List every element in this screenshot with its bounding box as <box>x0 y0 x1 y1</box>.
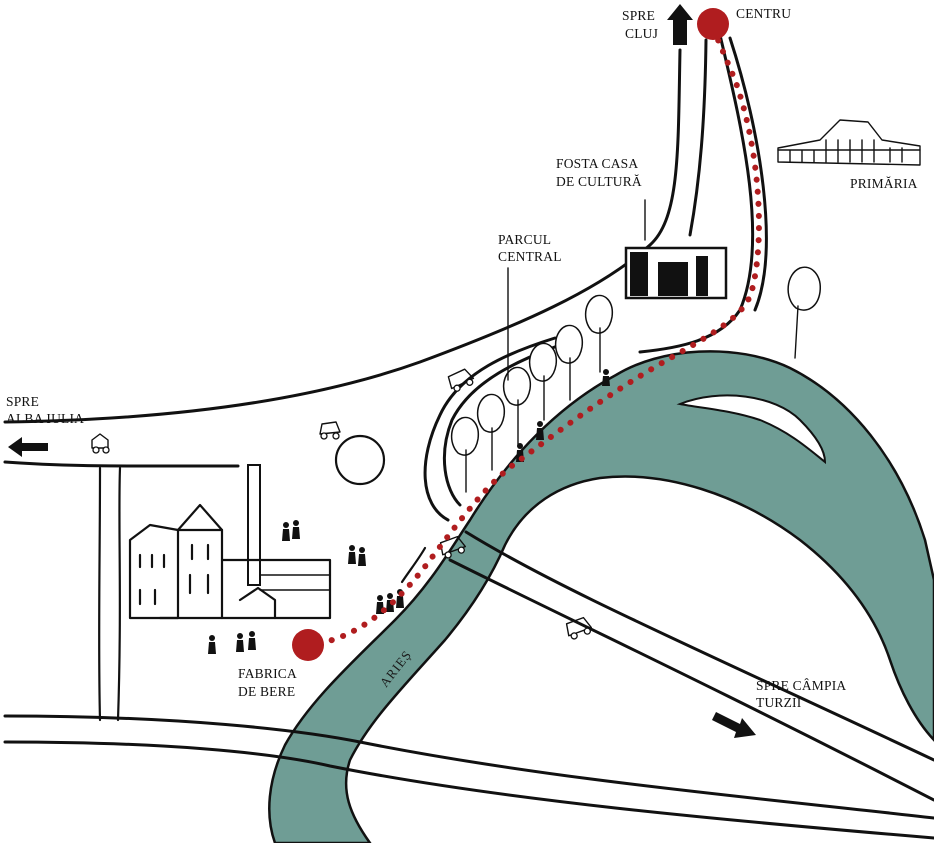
person-icon <box>282 522 290 541</box>
tree-icon <box>787 266 821 311</box>
spre-alba-iulia-label: ALBA IULIA <box>6 411 84 426</box>
roads <box>3 33 934 840</box>
primaria-label: PRIMĂRIA <box>850 176 918 191</box>
person-icon <box>248 631 256 650</box>
spre-cluj-label: SPRE <box>622 8 655 23</box>
river-aries <box>268 350 934 843</box>
parcul-central-label: PARCUL <box>498 232 551 247</box>
parcul-central-label: CENTRAL <box>498 249 562 264</box>
car-icon <box>319 421 341 440</box>
car-icon <box>447 368 475 392</box>
person-icon <box>292 520 300 539</box>
walking-route <box>292 8 762 661</box>
tree-icon <box>450 416 480 456</box>
fosta-casa-label: DE CULTURĂ <box>556 174 642 189</box>
tree-icon <box>502 366 532 406</box>
person-icon <box>208 635 216 654</box>
arrow-down-right-icon <box>712 712 756 738</box>
people <box>208 369 610 654</box>
casa-de-cultura-building <box>624 199 728 300</box>
fabrica-de-bere-label: FABRICA <box>238 666 297 681</box>
spre-campia-turzii-label: TURZII <box>756 695 802 710</box>
arrow-up-icon <box>667 4 693 45</box>
person-icon <box>348 545 356 564</box>
fabrica-de-bere-building <box>128 464 332 620</box>
person-icon <box>602 369 610 386</box>
fabrica-de-bere-label: DE BERE <box>238 684 295 699</box>
tree-icon <box>554 324 584 364</box>
vehicles <box>91 368 593 640</box>
tree-icon <box>584 294 614 334</box>
car-icon <box>91 433 110 454</box>
car-icon <box>565 616 593 640</box>
primaria-building <box>777 119 921 166</box>
tree-icon <box>476 393 506 433</box>
spre-campia-turzii-label: SPRE CÂMPIA <box>756 678 846 693</box>
red-dot-icon <box>697 8 729 40</box>
arrow-left-icon <box>8 437 48 457</box>
park-trees <box>334 266 821 493</box>
fosta-casa-label: FOSTA CASA <box>556 156 638 171</box>
spre-alba-iulia-label: SPRE <box>6 394 39 409</box>
tree-icon <box>528 342 558 382</box>
centru-label: CENTRU <box>736 6 791 21</box>
red-dot-icon <box>292 629 324 661</box>
spre-cluj-label: CLUJ <box>625 26 658 41</box>
person-icon <box>236 633 244 652</box>
person-icon <box>536 421 544 440</box>
person-icon <box>358 547 366 566</box>
